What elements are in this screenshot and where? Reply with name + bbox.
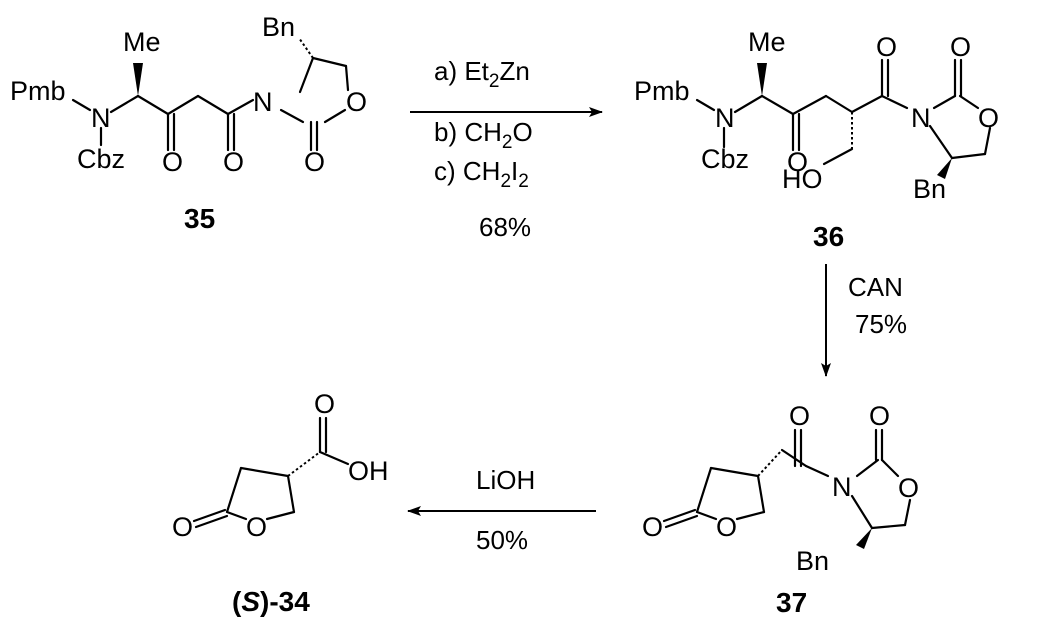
compound-37-atoms: O O O N O O Bn bbox=[642, 401, 919, 576]
lactone-ring-oxygen-label: O bbox=[246, 512, 267, 542]
compound-36-bonds bbox=[695, 58, 992, 179]
carbonyl-oxygen-label: O bbox=[304, 147, 325, 177]
carbonyl-oxygen-label: O bbox=[869, 401, 890, 431]
oxazolidinone-nitrogen-label: N bbox=[911, 103, 931, 133]
pmb-group-label: Pmb bbox=[634, 76, 690, 106]
hydroxyl-group-label: HO bbox=[782, 164, 823, 194]
compound-number-35: 35 bbox=[184, 203, 215, 234]
acid-carbonyl-oxygen-label: O bbox=[314, 389, 335, 419]
hydroxyl-group-label: OH bbox=[348, 456, 389, 486]
yield-step-3: 50% bbox=[476, 525, 528, 555]
reagent-a: a) Et2Zn bbox=[434, 56, 530, 92]
benzyl-group-label: Bn bbox=[913, 174, 946, 204]
ring-oxygen-label: O bbox=[346, 87, 367, 117]
oxazolidinone-nitrogen-label: N bbox=[253, 87, 273, 117]
compound-36-atoms: Me Pmb N Cbz O HO O N O O Bn bbox=[634, 27, 999, 204]
compound-s-34-atoms: O O O OH bbox=[172, 389, 389, 542]
carbonyl-oxygen-label: O bbox=[950, 32, 971, 62]
ketone-oxygen-label: O bbox=[787, 147, 808, 177]
yield-step-2: 75% bbox=[855, 309, 907, 339]
compound-36: Me Pmb N Cbz O HO O N O O Bn 36 bbox=[634, 27, 999, 252]
compound-37-bonds bbox=[662, 428, 912, 549]
reagent-b: b) CH2O bbox=[434, 117, 533, 153]
lactone-exo-oxygen-label: O bbox=[642, 512, 663, 542]
compound-35-bonds bbox=[71, 37, 350, 152]
compound-number-s-34: (S)-34 bbox=[232, 586, 310, 617]
reaction-step-3: LiOH 50% bbox=[407, 465, 596, 555]
compound-35: Bn Me Pmb N Cbz O O N O O 35 bbox=[10, 12, 367, 234]
methyl-group-label: Me bbox=[748, 27, 786, 57]
benzyl-group-label: Bn bbox=[262, 12, 295, 42]
reagent-step-3: LiOH bbox=[476, 465, 535, 495]
ring-oxygen-label: O bbox=[898, 473, 919, 503]
compound-s-34: O O O OH (S)-34 bbox=[172, 389, 389, 617]
lactone-ring-oxygen-label: O bbox=[716, 512, 737, 542]
imide-oxygen-label: O bbox=[876, 32, 897, 62]
benzyl-group-label: Bn bbox=[796, 546, 829, 576]
ring-oxygen-label: O bbox=[978, 103, 999, 133]
yield-step-1: 68% bbox=[479, 212, 531, 242]
cbz-group-label: Cbz bbox=[701, 144, 749, 174]
compound-number-36: 36 bbox=[813, 221, 844, 252]
imide-oxygen-label: O bbox=[223, 147, 244, 177]
amine-nitrogen-label: N bbox=[715, 103, 735, 133]
methyl-group-label: Me bbox=[123, 27, 161, 57]
compound-35-atoms: Bn Me Pmb N Cbz O O N O O bbox=[10, 12, 367, 177]
compound-s-34-bonds bbox=[192, 416, 350, 529]
lactone-exo-oxygen-label: O bbox=[172, 512, 193, 542]
reaction-step-1: a) Et2Zn b) CH2O c) CH2I2 68% bbox=[410, 56, 603, 242]
reagent-step-2: CAN bbox=[848, 272, 903, 302]
oxazolidinone-nitrogen-label: N bbox=[832, 472, 852, 502]
compound-37: O O O N O O Bn 37 bbox=[642, 401, 919, 618]
imide-oxygen-label: O bbox=[789, 401, 810, 431]
ketone-oxygen-label: O bbox=[162, 147, 183, 177]
reaction-step-2: CAN 75% bbox=[821, 264, 907, 377]
compound-number-37: 37 bbox=[776, 587, 807, 618]
reagent-c: c) CH2I2 bbox=[434, 156, 529, 192]
cbz-group-label: Cbz bbox=[77, 144, 125, 174]
pmb-group-label: Pmb bbox=[10, 76, 66, 106]
amine-nitrogen-label: N bbox=[91, 103, 111, 133]
